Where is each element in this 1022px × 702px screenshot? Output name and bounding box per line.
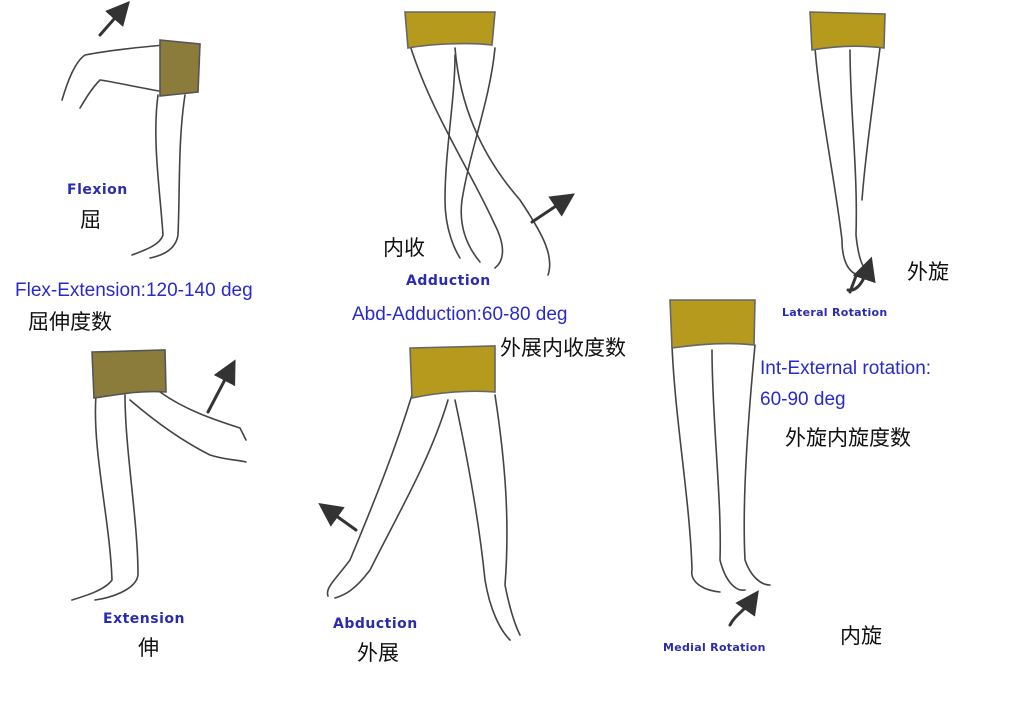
flexion-cn: 屈 bbox=[80, 208, 101, 232]
abduction-label: Abduction bbox=[333, 616, 418, 632]
adduction-figure bbox=[404, 11, 575, 276]
abd-adduction-range: Abd-Adduction:60-80 deg bbox=[352, 304, 568, 325]
rotation-range-cn: 外旋内旋度数 bbox=[785, 426, 911, 450]
lateral-rotation-cn: 外旋 bbox=[907, 260, 949, 284]
flex-extension-range-cn: 屈伸度数 bbox=[28, 310, 112, 334]
extension-figure bbox=[71, 349, 247, 601]
abduction-cn: 外展 bbox=[357, 641, 399, 665]
flexion-label: Flexion bbox=[67, 182, 128, 198]
flexion-figure bbox=[61, 0, 201, 259]
abduction-figure bbox=[318, 345, 521, 641]
lateral-rotation-label: Lateral Rotation bbox=[782, 306, 888, 319]
rotation-range-line1: Int-External rotation: bbox=[760, 358, 932, 379]
lateral-rotation-figure bbox=[809, 11, 886, 294]
medial-rotation-figure bbox=[669, 299, 771, 627]
extension-cn: 伸 bbox=[138, 636, 159, 660]
flex-extension-range: Flex-Extension:120-140 deg bbox=[15, 280, 253, 301]
adduction-label: Adduction bbox=[406, 273, 491, 289]
rotation-range-line2: 60-90 deg bbox=[760, 389, 846, 410]
adduction-cn: 内收 bbox=[383, 236, 425, 260]
medial-rotation-label: Medial Rotation bbox=[663, 641, 766, 654]
extension-label: Extension bbox=[103, 611, 185, 627]
medial-rotation-cn: 内旋 bbox=[840, 624, 882, 648]
abd-adduction-range-cn: 外展内收度数 bbox=[500, 336, 626, 360]
